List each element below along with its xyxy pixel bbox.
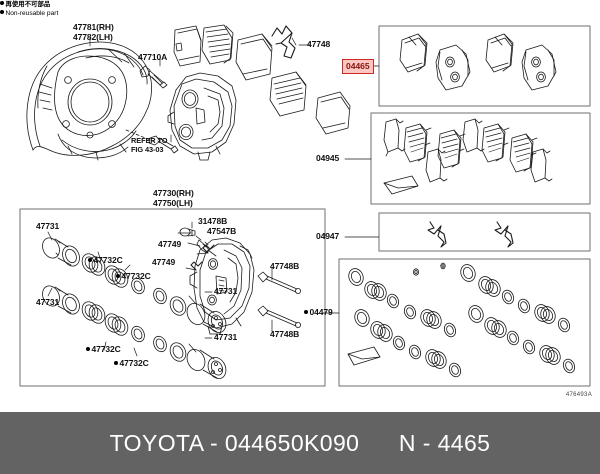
label-slide-bolt-b: 47748B — [270, 329, 300, 339]
caliper-housing-lower-art — [189, 237, 255, 335]
label-seal-kit: 04479 — [304, 307, 333, 318]
label-backing-plate-rh: 47781(RH) — [73, 22, 114, 32]
footer-group-prefix: N — [398, 429, 416, 456]
caliper-body-top-art — [167, 72, 237, 161]
leader-lines-top — [89, 37, 380, 314]
label-bleeder-cap: 31478B — [198, 216, 228, 226]
label-seal-4: 47732C — [114, 358, 149, 369]
pad-kit-contents-art — [399, 33, 557, 91]
kit-box-outlines — [19, 25, 591, 387]
knuckle-bolt-art — [125, 129, 179, 154]
shield-bolt-art — [139, 65, 168, 89]
bullet-icon — [304, 310, 308, 314]
label-piston-3: 47731 — [214, 286, 238, 296]
label-seal-1: 47732C — [88, 255, 123, 266]
label-shield-bolt: 47710A — [138, 52, 168, 62]
pad-stack-art — [173, 24, 351, 135]
label-bleeder-screw: 47547B — [207, 226, 237, 236]
footer-separator-2: - — [422, 429, 431, 456]
footer-group-number: 4465 — [437, 429, 491, 456]
label-backing-plate-lh: 47782(LH) — [73, 32, 113, 42]
footer-text: TOYOTA - 044650K090 N - 4465 — [110, 430, 491, 457]
label-caliper-lh: 47750(LH) — [153, 198, 193, 208]
label-seal-2: 47732C — [116, 271, 151, 282]
footer-bar: TOYOTA - 044650K090 N - 4465 — [0, 412, 600, 474]
label-caliper-rh: 47730(RH) — [153, 188, 194, 198]
refer-to-line2: FIG 43-03 — [131, 145, 164, 154]
label-piston-2: 47731 — [36, 297, 60, 307]
non-reusable-note: 再使用不可部品 Non-reusable part — [0, 0, 58, 18]
piston-row-2-art — [42, 285, 167, 353]
label-shim-kit: 04945 — [316, 153, 340, 163]
label-seal-3: 47732C — [86, 344, 121, 355]
bullet-icon — [86, 347, 90, 351]
dust-shield-art — [26, 41, 152, 161]
label-piston-4: 47731 — [214, 332, 238, 342]
piston-row-1-art — [42, 237, 167, 305]
bullet-icon — [114, 361, 118, 365]
footer-part-number: 044650K090 — [224, 429, 360, 456]
bullet-icon — [88, 258, 92, 262]
bullet-icon — [116, 274, 120, 278]
bullet-icon — [0, 1, 4, 5]
refer-to-line1: REFER TO — [131, 136, 168, 145]
label-spring-kit: 04947 — [316, 231, 340, 241]
note-english: Non-reusable part — [5, 10, 59, 17]
diagram-artwork — [19, 24, 591, 387]
bullet-icon — [0, 10, 4, 14]
note-japanese: 再使用不可部品 — [5, 0, 51, 8]
leader-lines-lower — [47, 221, 273, 357]
label-slide-bolt-a: 47748B — [270, 261, 300, 271]
parts-diagram: 47781(RH) 47782(LH) 47710A REFER TO FIG … — [0, 0, 592, 398]
label-clip-b: 47749 — [152, 257, 176, 267]
label-pad-clip: 47748 — [307, 39, 331, 49]
label-piston-1: 47731 — [36, 221, 60, 231]
highlighted-part-number[interactable]: 04465 — [342, 59, 374, 74]
diagram-reference-code: 476493A — [565, 392, 592, 398]
footer-separator-1: - — [210, 429, 219, 456]
footer-brand: TOYOTA — [109, 429, 204, 456]
shim-kit-contents-art — [383, 118, 553, 195]
seal-kit-contents-art — [347, 262, 576, 378]
clip-47749-art — [190, 244, 215, 271]
slide-bolt-art — [257, 271, 301, 328]
spring-kit-contents-art — [427, 221, 514, 248]
label-clip-a: 47749 — [158, 239, 182, 249]
